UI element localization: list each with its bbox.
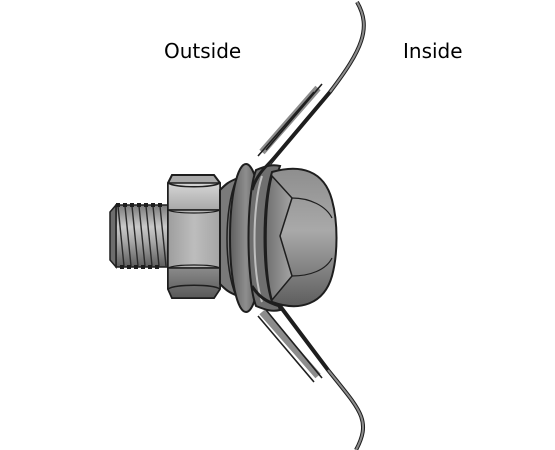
thread-crests (116, 203, 162, 269)
inside-label: Inside (403, 39, 463, 63)
bolt-head (263, 167, 338, 308)
hex-nut (167, 174, 221, 299)
sheet-front-edge (250, 83, 332, 383)
thread-grooves (117, 205, 167, 267)
outside-label: Outside (164, 39, 242, 63)
bolt-thread (109, 202, 169, 270)
